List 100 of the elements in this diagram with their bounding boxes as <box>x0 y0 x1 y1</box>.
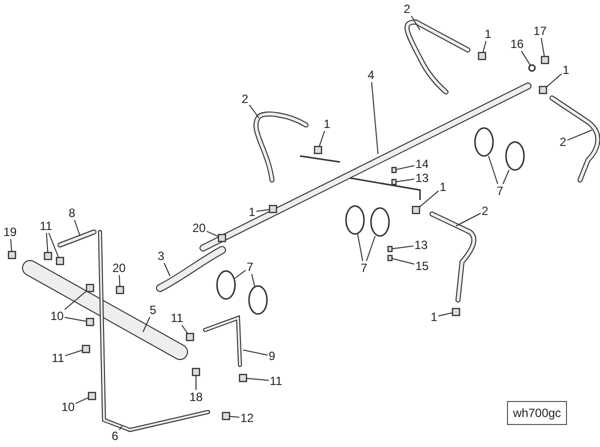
callout-number: 1 <box>562 64 570 76</box>
callout-number: 9 <box>268 350 276 362</box>
leader-line <box>10 238 12 252</box>
hose-clamp <box>474 127 494 157</box>
callout-number: 17 <box>533 25 547 37</box>
leader-line <box>64 316 87 322</box>
leader-line <box>366 236 376 262</box>
callout-number: 11 <box>52 352 64 364</box>
leader-line <box>242 350 268 356</box>
callout-number: 1 <box>248 206 256 218</box>
leader-line <box>48 232 60 258</box>
pipe-fitting <box>314 146 322 154</box>
callout-number: 20 <box>192 222 206 234</box>
callout-number: 13 <box>414 239 428 251</box>
leader-line <box>64 290 87 310</box>
callout-number: 1 <box>324 118 330 130</box>
pipe-fitting <box>88 392 96 400</box>
pipe-fitting <box>192 368 200 376</box>
leader-line <box>456 212 482 226</box>
leader-line <box>318 130 326 147</box>
callout-number: 10 <box>50 310 64 322</box>
hose-clamp <box>505 141 525 171</box>
leader-line <box>229 416 240 418</box>
leader-line <box>540 38 545 57</box>
retaining-clip <box>387 246 393 252</box>
callout-number: 3 <box>158 250 164 262</box>
leader-line <box>251 274 256 286</box>
leader-line <box>371 82 378 154</box>
leader-line <box>392 246 414 250</box>
callout-number: 11 <box>270 375 282 387</box>
leader-line <box>248 104 260 118</box>
leader-line <box>75 397 89 404</box>
pipe-fitting <box>86 284 94 292</box>
pipe-fitting <box>56 256 64 266</box>
callout-number: 11 <box>170 312 184 324</box>
leader-line <box>566 130 592 141</box>
leader-line <box>64 350 83 356</box>
callout-number: 12 <box>240 412 254 424</box>
callout-number: 14 <box>415 158 429 170</box>
pipe-fitting <box>412 206 420 214</box>
callout-number: 4 <box>368 69 374 81</box>
hose-clamp <box>216 270 236 300</box>
leader-line <box>502 170 510 184</box>
callout-number: 20 <box>112 262 126 274</box>
callout-number: 6 <box>112 430 118 442</box>
pipe-fitting <box>238 374 248 382</box>
pipe-fitting <box>478 52 486 60</box>
leader-line <box>438 312 453 317</box>
pipe-fitting <box>218 234 226 242</box>
leader-line <box>396 178 415 182</box>
pipe-fitting <box>44 252 52 260</box>
leader-line <box>392 258 415 265</box>
retaining-clip <box>391 166 397 174</box>
leader-line <box>234 270 246 279</box>
pipe-fitting <box>8 250 16 260</box>
callout-number: 7 <box>360 262 368 274</box>
pipe-fitting <box>116 286 124 294</box>
callout-number: 16 <box>510 38 524 50</box>
leader-line <box>256 209 270 212</box>
callout-number: 2 <box>482 205 488 217</box>
pipe-fitting <box>538 86 548 94</box>
leader-line <box>410 16 420 30</box>
drawing-code: wh700gc <box>507 401 568 425</box>
callout-number: 2 <box>242 93 248 105</box>
pipe-fitting <box>540 56 550 64</box>
callout-number: 7 <box>246 261 254 273</box>
callout-number: 2 <box>560 136 566 148</box>
leader-line <box>74 220 80 236</box>
callout-number: 11 <box>40 220 52 232</box>
callout-number: 19 <box>3 226 17 238</box>
leader-line <box>118 274 120 287</box>
hose-clamp <box>345 205 365 235</box>
leader-line <box>181 324 188 334</box>
callout-number: 15 <box>415 260 429 272</box>
callout-number: 7 <box>496 185 504 197</box>
pipe-fitting <box>86 318 94 326</box>
hose-clamp <box>370 207 390 237</box>
callout-number: 18 <box>189 391 203 403</box>
leader-line <box>419 190 440 208</box>
leader-line <box>520 50 531 66</box>
callout-number: 1 <box>430 311 438 323</box>
leader-line <box>164 262 170 276</box>
callout-number: 5 <box>150 304 156 316</box>
pipe-fitting <box>186 332 194 342</box>
o-ring <box>528 64 536 72</box>
callout-number: 10 <box>61 401 75 413</box>
pipe-fitting <box>222 412 230 420</box>
pipe-fitting <box>82 344 90 354</box>
hose-clamp <box>248 285 268 315</box>
leader-line <box>118 426 122 430</box>
leader-line <box>482 40 487 53</box>
leader-line <box>357 234 364 262</box>
callout-number: 1 <box>440 181 446 193</box>
pipe-fitting <box>452 308 460 316</box>
retaining-clip <box>391 178 397 186</box>
leader-line <box>546 73 562 88</box>
callout-number: 1 <box>484 28 492 40</box>
leader-line <box>206 230 219 237</box>
leader-line <box>46 232 48 253</box>
retaining-clip <box>387 254 393 262</box>
